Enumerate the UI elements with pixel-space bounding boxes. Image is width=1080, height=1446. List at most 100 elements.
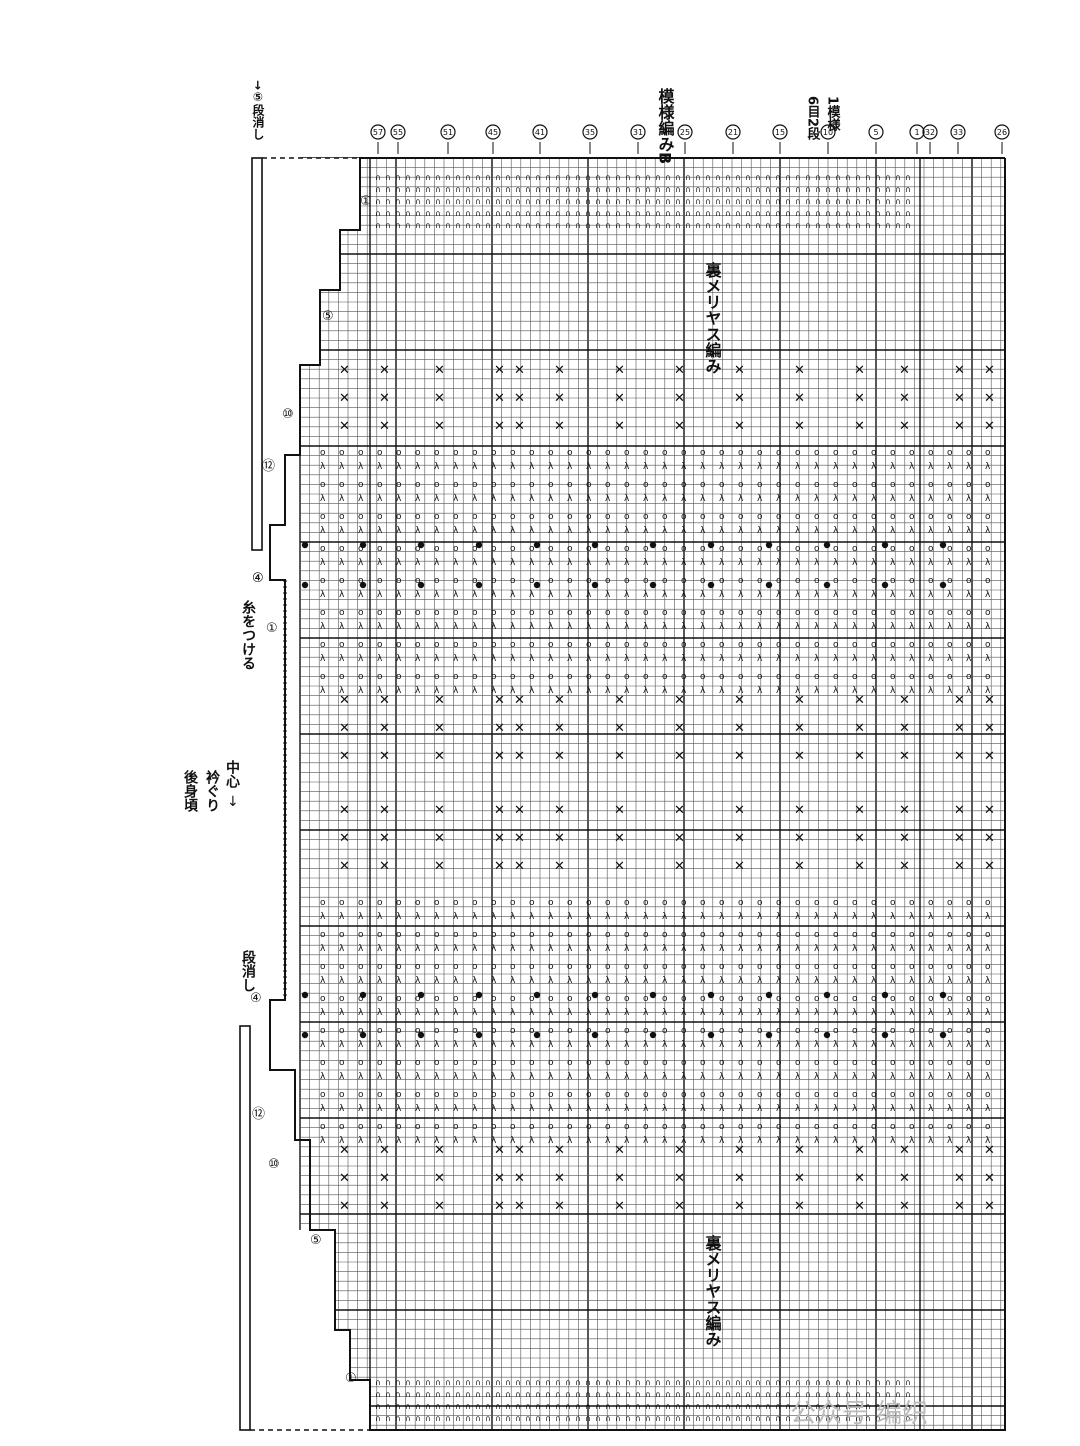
decrease-icon: λ <box>776 494 782 504</box>
decrease-icon: λ <box>415 622 421 632</box>
purl-icon: ∩ <box>455 1414 461 1423</box>
yarn-over-icon: o <box>434 672 440 682</box>
decrease-icon: λ <box>339 590 345 600</box>
purl-icon: ∩ <box>825 1390 831 1399</box>
cable-cross-icon: ✕ <box>954 363 965 378</box>
cable-cross-icon: ✕ <box>984 419 995 434</box>
purl-icon: ∩ <box>835 1414 841 1423</box>
yarn-over-icon: o <box>814 544 820 554</box>
decrease-icon: λ <box>472 494 478 504</box>
yarn-over-icon: o <box>624 672 630 682</box>
purl-icon: ∩ <box>485 197 491 206</box>
yarn-over-icon: o <box>548 994 554 1004</box>
yarn-over-icon: o <box>928 448 934 458</box>
yarn-over-icon: o <box>472 898 478 908</box>
decrease-icon: λ <box>377 1008 383 1018</box>
purl-icon: ∩ <box>675 1378 681 1387</box>
yarn-over-icon: o <box>396 512 402 522</box>
decrease-icon: λ <box>529 526 535 536</box>
yarn-over-icon: o <box>472 672 478 682</box>
decrease-icon: λ <box>434 686 440 696</box>
stitch-number-circle <box>677 124 693 140</box>
cable-cross-icon: ✕ <box>554 859 565 874</box>
decrease-icon: λ <box>757 654 763 664</box>
yarn-over-icon: o <box>548 672 554 682</box>
purl-icon: ∩ <box>505 221 511 230</box>
yarn-over-icon: o <box>985 994 991 1004</box>
decrease-icon: λ <box>586 976 592 986</box>
decrease-icon: λ <box>985 912 991 922</box>
yarn-over-icon: o <box>529 512 535 522</box>
yarn-over-icon: o <box>586 1026 592 1036</box>
purl-icon: ∩ <box>715 173 721 182</box>
decrease-icon: λ <box>795 686 801 696</box>
yarn-over-icon: o <box>358 1090 364 1100</box>
yarn-over-icon: o <box>643 898 649 908</box>
cable-cross-icon: ✕ <box>379 693 390 708</box>
yarn-over-icon: o <box>605 962 611 972</box>
yarn-over-icon: o <box>966 640 972 650</box>
yarn-over-icon: o <box>377 640 383 650</box>
decrease-icon: λ <box>396 654 402 664</box>
decrease-icon: λ <box>738 462 744 472</box>
decrease-icon: λ <box>852 654 858 664</box>
cable-cross-icon: ✕ <box>614 749 625 764</box>
yarn-over-icon: o <box>795 994 801 1004</box>
shoulder-column-bottom <box>239 1025 251 1431</box>
decrease-icon: λ <box>890 944 896 954</box>
decrease-icon: λ <box>643 686 649 696</box>
yarn-over-icon: o <box>396 1090 402 1100</box>
decrease-icon: λ <box>776 1104 782 1114</box>
decrease-icon: λ <box>681 494 687 504</box>
purl-icon: ∩ <box>445 1402 451 1411</box>
decrease-icon: λ <box>643 1136 649 1146</box>
purl-icon: ∩ <box>825 1378 831 1387</box>
yarn-over-icon: o <box>662 1058 668 1068</box>
decrease-icon: λ <box>966 912 972 922</box>
purl-icon: ∩ <box>645 1390 651 1399</box>
decrease-icon: λ <box>700 686 706 696</box>
purl-icon: ∩ <box>415 1378 421 1387</box>
yarn-over-icon: o <box>700 1122 706 1132</box>
purl-icon: ∩ <box>765 1390 771 1399</box>
decrease-icon: λ <box>548 494 554 504</box>
yarn-over-icon: o <box>358 480 364 490</box>
cable-cross-icon: ✕ <box>379 1199 390 1214</box>
yarn-over-icon: o <box>320 448 326 458</box>
yarn-over-icon: o <box>681 576 687 586</box>
bobble-icon <box>765 541 773 549</box>
purl-icon: ∩ <box>625 1378 631 1387</box>
yarn-over-icon: o <box>415 1026 421 1036</box>
purl-icon: ∩ <box>825 173 831 182</box>
decrease-icon: λ <box>928 654 934 664</box>
yarn-over-icon: o <box>985 1026 991 1036</box>
decrease-icon: λ <box>966 526 972 536</box>
decrease-icon: λ <box>795 590 801 600</box>
stitch-number-label: 35 <box>585 128 595 137</box>
row-number-label: ④ <box>250 991 262 1006</box>
purl-icon: ∩ <box>865 185 871 194</box>
decrease-icon: λ <box>700 494 706 504</box>
purl-icon: ∩ <box>855 1390 861 1399</box>
yarn-over-icon: o <box>890 640 896 650</box>
yarn-over-icon: o <box>491 1026 497 1036</box>
yarn-over-icon: o <box>396 576 402 586</box>
purl-icon: ∩ <box>685 1378 691 1387</box>
decrease-icon: λ <box>966 1040 972 1050</box>
purl-icon: ∩ <box>585 209 591 218</box>
cable-cross-icon: ✕ <box>734 1199 745 1214</box>
reverse-stockinette-label-left: 裏メリヤス編み <box>703 1234 723 1347</box>
purl-icon: ∩ <box>555 209 561 218</box>
decrease-icon: λ <box>852 1104 858 1114</box>
cable-cross-icon: ✕ <box>514 391 525 406</box>
yarn-over-icon: o <box>947 962 953 972</box>
decrease-icon: λ <box>833 462 839 472</box>
yarn-over-icon: o <box>909 994 915 1004</box>
purl-icon: ∩ <box>665 1402 671 1411</box>
cable-cross-icon: ✕ <box>514 693 525 708</box>
purl-icon: ∩ <box>605 173 611 182</box>
purl-icon: ∩ <box>705 173 711 182</box>
cable-cross-icon: ✕ <box>554 419 565 434</box>
decrease-icon: λ <box>358 1136 364 1146</box>
yarn-over-icon: o <box>776 994 782 1004</box>
